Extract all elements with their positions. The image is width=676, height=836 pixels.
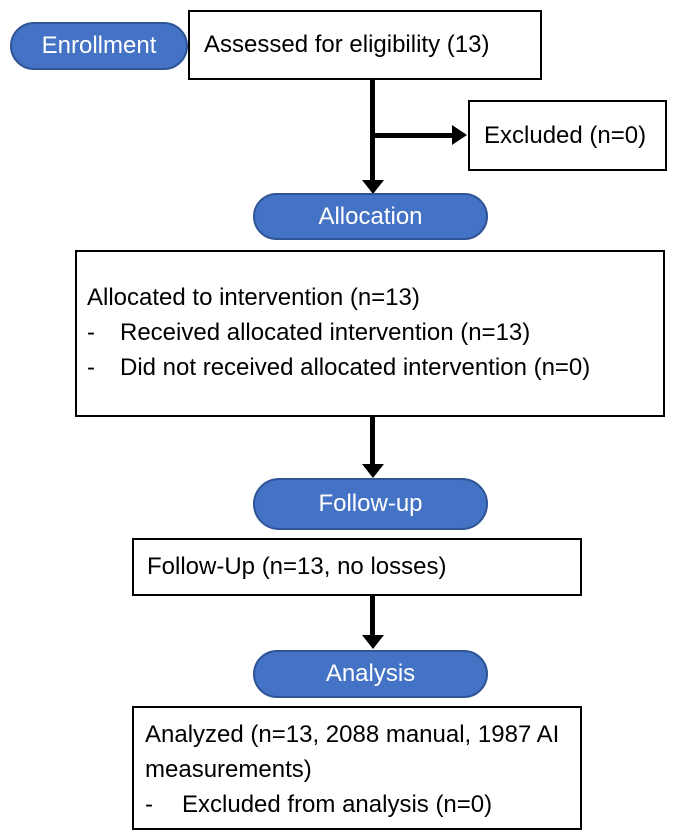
stage-pill-analysis: Analysis <box>253 650 488 698</box>
stage-pill-allocation: Allocation <box>253 193 488 240</box>
stage-pill-followup: Follow-up <box>253 478 488 530</box>
arrow-to-excluded-head-icon <box>452 125 467 145</box>
stage-pill-analysis-label: Analysis <box>325 660 416 687</box>
analyzed-title: Analyzed (n=13, 2088 manual, 1987 AI mea… <box>145 721 560 783</box>
arrow-to-excluded-shaft <box>373 133 452 138</box>
bullet-dash: - <box>87 319 95 346</box>
arrow-followup-to-analysis-head-icon <box>362 635 384 649</box>
allocated-bullet-item: - Received allocated intervention (n=13) <box>87 315 655 350</box>
assessed-for-eligibility-box: Assessed for eligibility (13) <box>188 10 542 80</box>
arrow-allocation-to-followup-shaft <box>370 417 375 465</box>
allocated-bullet-text: Received allocated intervention (n=13) <box>120 319 531 346</box>
arrow-allocation-to-followup-head-icon <box>362 464 384 478</box>
analyzed-bullet-text: Excluded from analysis (n=0) <box>182 791 493 818</box>
bullet-dash: - <box>145 791 153 818</box>
stage-pill-allocation-label: Allocation <box>318 202 423 230</box>
followup-text: Follow-Up (n=13, no losses) <box>147 553 447 580</box>
stage-pill-enrollment-label: Enrollment <box>41 32 157 59</box>
arrow-eligibility-to-allocation-head-icon <box>362 180 384 194</box>
analyzed-box: Analyzed (n=13, 2088 manual, 1987 AI mea… <box>132 706 582 830</box>
analyzed-bullet-item: - Excluded from analysis (n=0) <box>145 787 575 822</box>
stage-pill-enrollment: Enrollment <box>10 22 188 70</box>
allocated-bullet-text: Did not received allocated intervention … <box>120 354 591 381</box>
excluded-box: Excluded (n=0) <box>468 100 667 171</box>
excluded-text: Excluded (n=0) <box>484 121 647 149</box>
arrow-eligibility-to-allocation-shaft <box>370 80 375 180</box>
allocated-box: Allocated to intervention (n=13) - Recei… <box>75 250 665 417</box>
bullet-dash: - <box>87 354 95 381</box>
allocated-title: Allocated to intervention (n=13) <box>87 284 420 311</box>
followup-box: Follow-Up (n=13, no losses) <box>132 538 582 596</box>
arrow-followup-to-analysis-shaft <box>370 596 375 635</box>
stage-pill-followup-label: Follow-up <box>318 490 423 517</box>
allocated-bullet-item: - Did not received allocated interventio… <box>87 350 655 385</box>
assessed-for-eligibility-text: Assessed for eligibility (13) <box>204 31 490 58</box>
